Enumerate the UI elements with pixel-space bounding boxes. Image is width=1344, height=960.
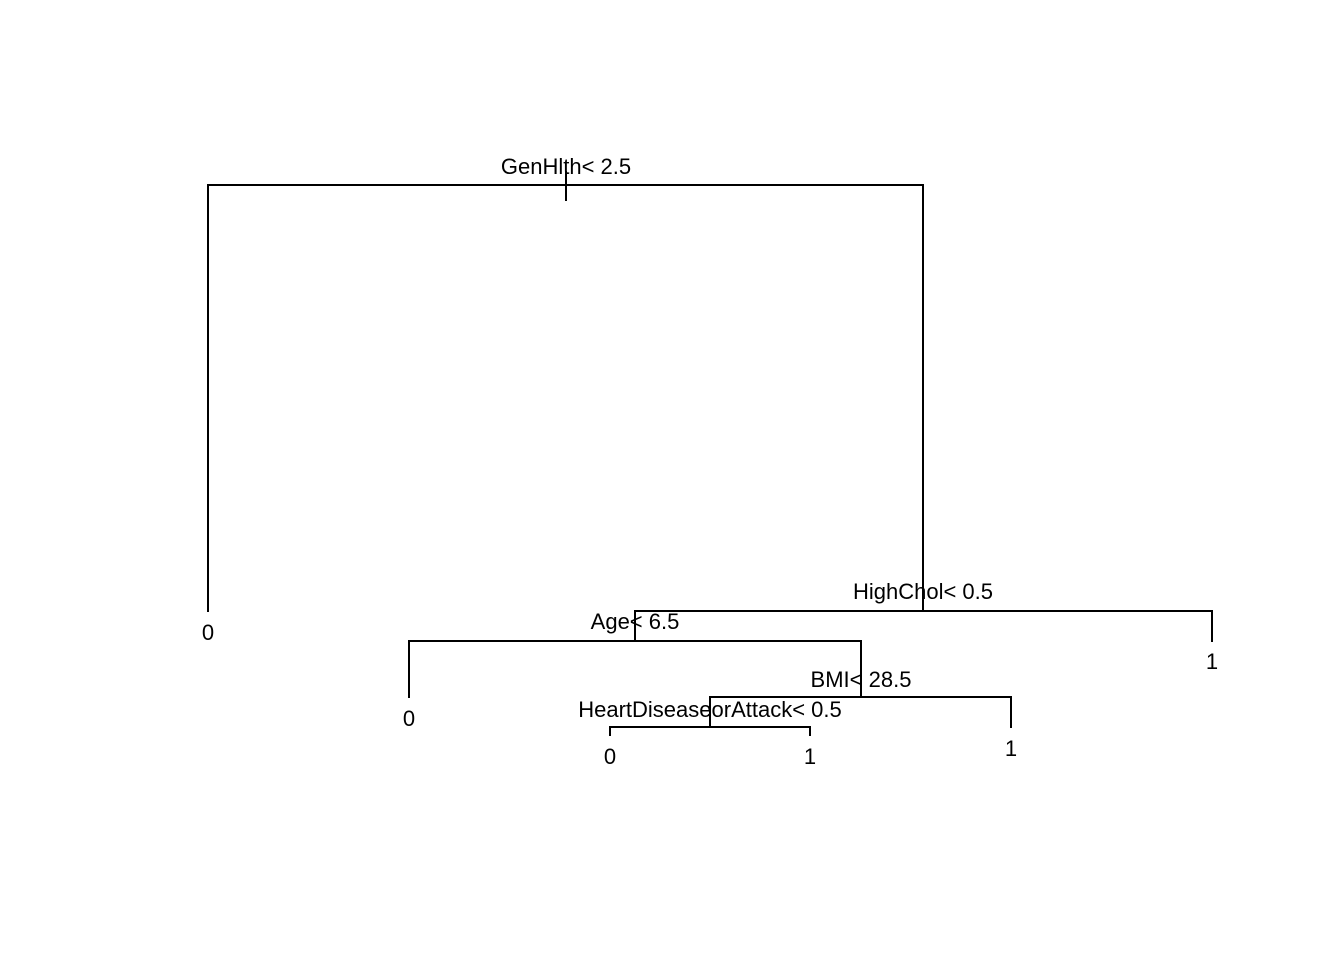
split-age-label: Age< 6.5 (591, 609, 680, 634)
leaf-genhlth-left: 0 (202, 620, 214, 645)
split-heart-label: HeartDiseaseorAttack< 0.5 (578, 697, 842, 722)
split-highchol-label: HighChol< 0.5 (853, 579, 993, 604)
split-bmi-label: BMI< 28.5 (811, 667, 912, 692)
leaf-highchol-right: 1 (1206, 649, 1218, 674)
split-genhlth-label: GenHlth< 2.5 (501, 154, 631, 179)
leaf-heart-left: 0 (604, 744, 616, 769)
split-highchol: HighChol< 0.5 (634, 579, 1213, 642)
split-bmi: BMI< 28.5 (709, 667, 1012, 728)
leaf-heart-right: 1 (804, 744, 816, 769)
split-heart: HeartDiseaseorAttack< 0.5 (578, 697, 842, 736)
split-genhlth: GenHlth< 2.5 (207, 154, 924, 612)
leaf-age-left: 0 (403, 706, 415, 731)
split-age: Age< 6.5 (408, 609, 862, 698)
leaf-bmi-right: 1 (1005, 736, 1017, 761)
